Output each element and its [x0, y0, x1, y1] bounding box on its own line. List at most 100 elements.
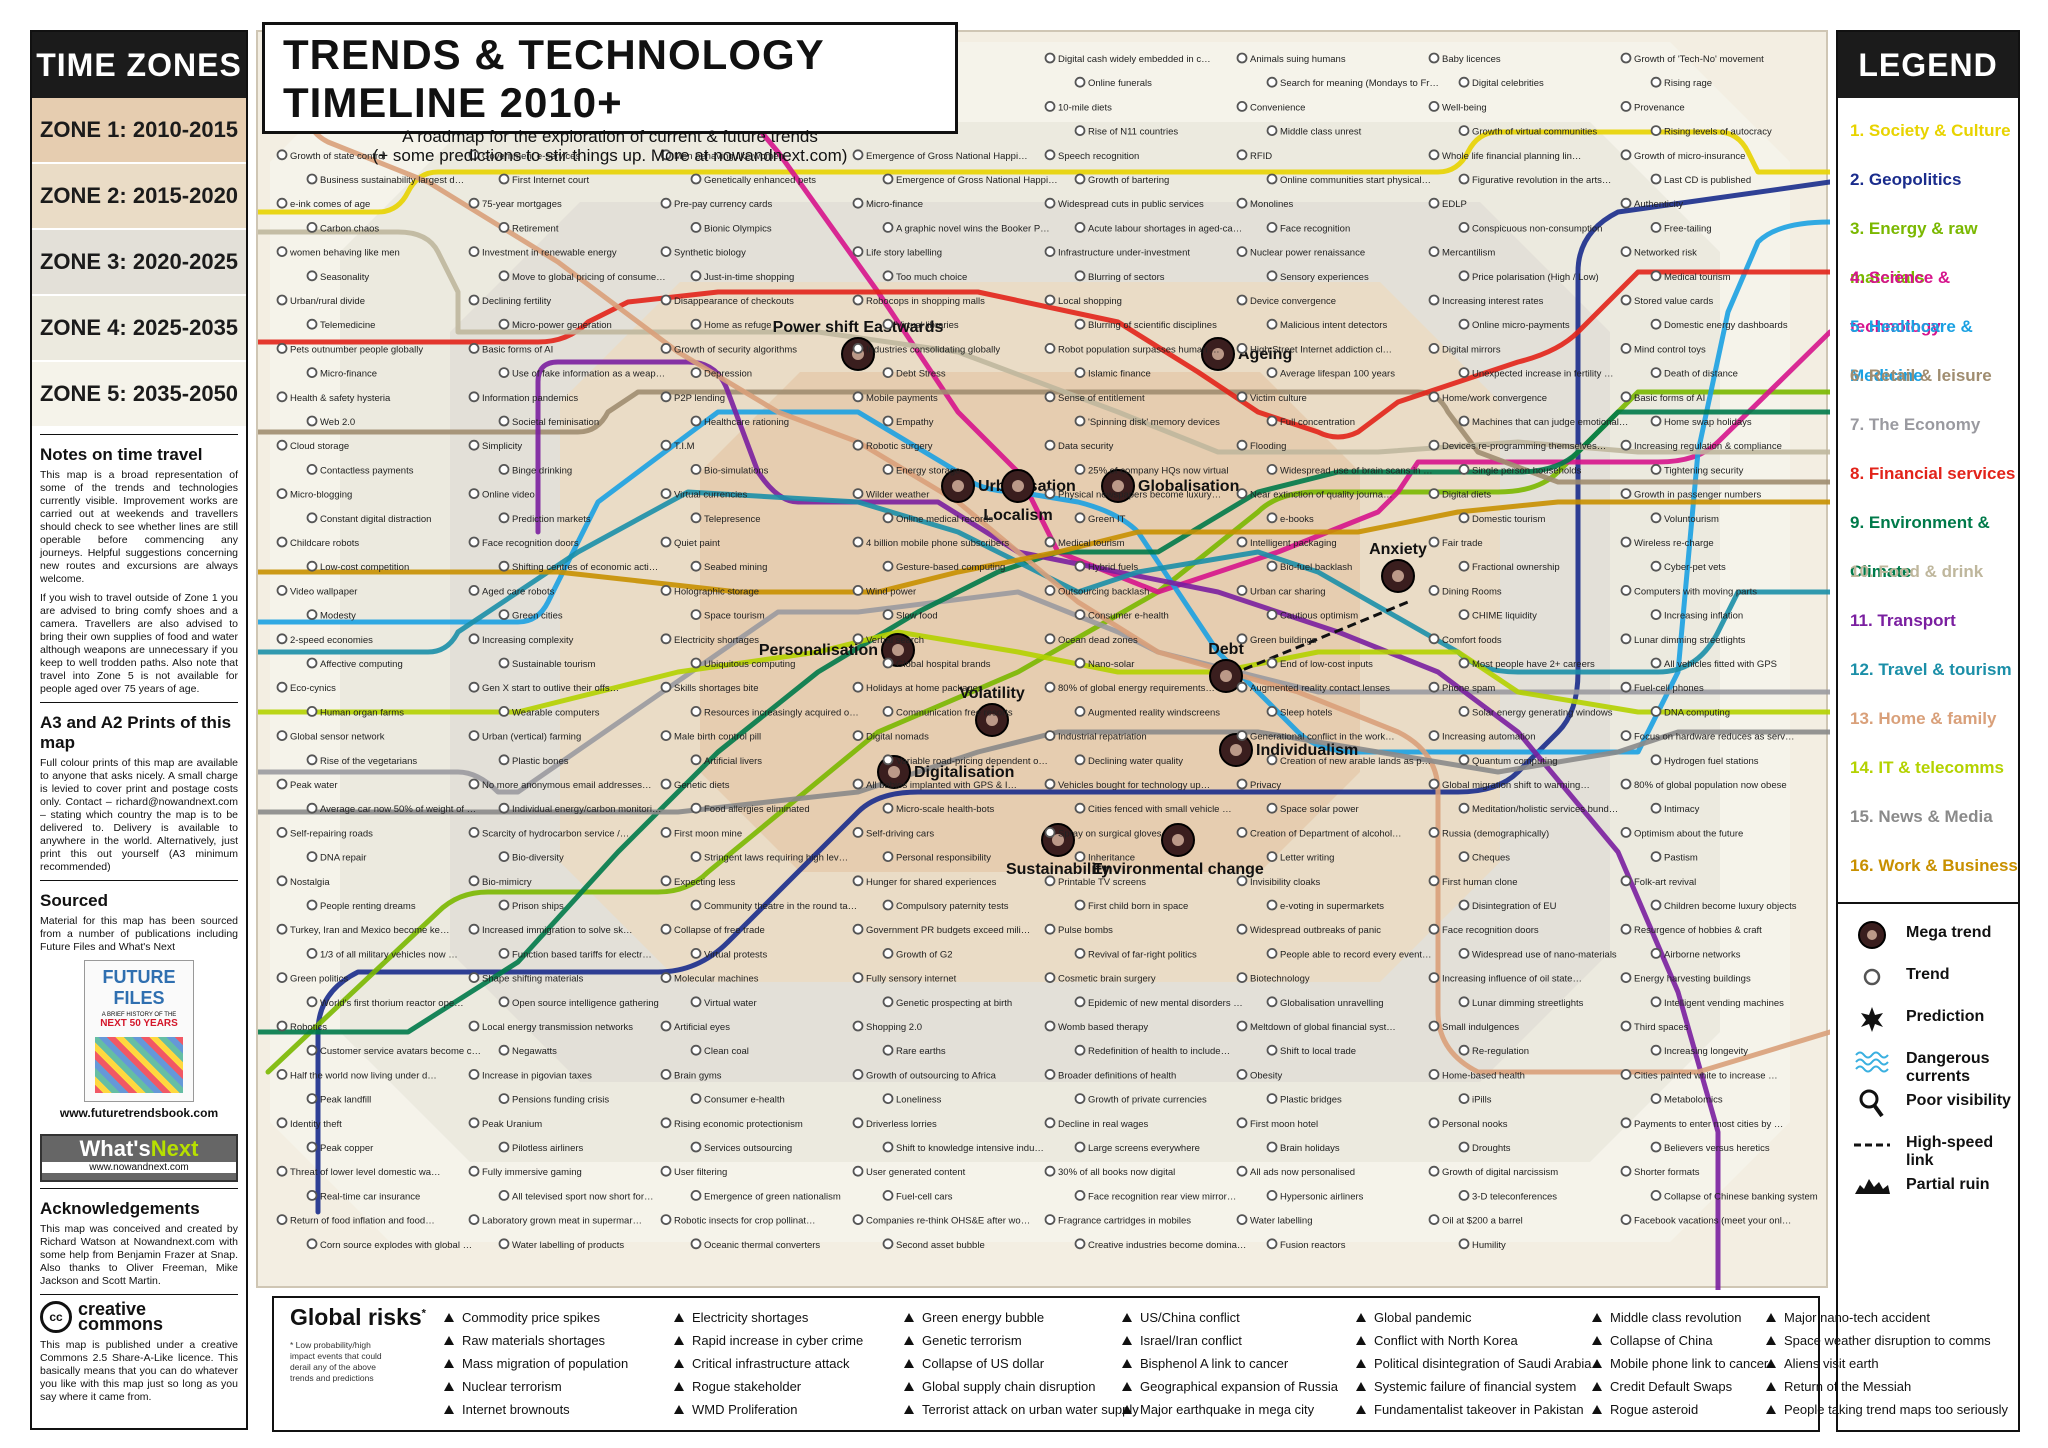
trend-station	[468, 875, 480, 887]
risk-label: Commodity price spikes	[462, 1310, 600, 1325]
trend-station-label: Creation of Department of alcohol…	[1250, 828, 1402, 839]
trend-station-label: Rising economic protectionism	[674, 1119, 803, 1130]
trend-station-label: Eco-cynics	[290, 683, 336, 694]
trend-station-label: 75-year mortgages	[482, 199, 562, 210]
legend-line-12: 12. Travel & tourism	[1850, 660, 2012, 679]
trend-station-label: Corn source explodes with global …	[320, 1240, 472, 1251]
trend-station-label: Investment in renewable energy	[482, 248, 617, 259]
risk-item: Commodity price spikes	[444, 1306, 668, 1329]
risk-label: Bisphenol A link to cancer	[1140, 1356, 1289, 1371]
trend-station	[1620, 923, 1632, 935]
trend-station	[498, 318, 510, 330]
trend-station-label: Basic forms of AI	[482, 344, 553, 355]
trend-station-label: P2P lending	[674, 393, 725, 404]
mega-trend-station-core	[888, 766, 900, 778]
trend-station	[1074, 899, 1086, 911]
trend-station-label: Synthetic biology	[674, 248, 746, 259]
mega-trend-station-core	[1392, 570, 1404, 582]
sourced-title: Sourced	[40, 891, 109, 910]
risk-item: Conflict with North Korea	[1356, 1329, 1580, 1352]
trend-station-label: Disintegration of EU	[1472, 901, 1557, 912]
risk-label: Political disintegration of Saudi Arabia	[1374, 1356, 1592, 1371]
risk-item: Systemic failure of financial system	[1356, 1375, 1580, 1398]
trend-station-label: Open source intelligence gathering	[512, 998, 659, 1009]
trend-station-label: First moon hotel	[1250, 1119, 1318, 1130]
trend-station-label: Well-being	[1442, 102, 1487, 113]
trend-station-label: Depression	[704, 369, 752, 380]
trend-station	[1458, 948, 1470, 959]
trend-station	[660, 197, 672, 209]
trend-station-label: Home-based health	[1442, 1070, 1525, 1081]
trend-station	[1074, 948, 1086, 959]
legend-symbol-row: Mega trend	[1852, 914, 2018, 956]
whats-next-b: Next	[150, 1136, 199, 1161]
trend-station	[468, 1165, 480, 1177]
trend-station-label: Growth of G2	[896, 949, 953, 960]
book-url[interactable]: www.futuretrendsbook.com	[59, 1106, 219, 1120]
trend-station-label: Face recognition rear view mirror…	[1088, 1191, 1236, 1202]
trend-station	[1458, 1044, 1470, 1056]
trend-station-label: Rise of the vegetarians	[320, 756, 417, 767]
poor-visibility-icon	[1852, 1086, 1892, 1125]
trend-station	[468, 1117, 480, 1129]
trend-station	[306, 512, 318, 524]
trend-station-label: EDLP	[1442, 199, 1467, 210]
whats-next-logo[interactable]: What'sNext www.nowandnext.com	[40, 1134, 238, 1182]
risk-item: Terrorist attack on urban water supply	[904, 1398, 1139, 1421]
trend-station	[660, 730, 672, 741]
trend-station	[690, 560, 702, 572]
trend-station	[1266, 802, 1278, 814]
trend-station	[882, 512, 894, 524]
risk-item: Rogue stakeholder	[674, 1375, 898, 1398]
trend-station-label: Figurative revolution in the arts…	[1472, 175, 1611, 186]
risk-item: Critical infrastructure attack	[674, 1352, 898, 1375]
trend-station	[852, 1069, 864, 1080]
trend-station-label: Growth of private currencies	[1088, 1095, 1207, 1106]
trend-station	[1074, 512, 1086, 524]
trend-station	[1620, 681, 1632, 693]
trend-station-label: Business sustainability largest d…	[320, 175, 464, 186]
trend-station	[1266, 948, 1278, 959]
trend-station-label: Micro-scale health-bots	[896, 804, 994, 815]
trend-station	[660, 536, 672, 548]
risk-item: Collapse of China	[1592, 1329, 1816, 1352]
risk-item: Israel/Iran conflict	[1122, 1329, 1346, 1352]
trend-station	[660, 246, 672, 258]
risk-item: Political disintegration of Saudi Arabia	[1356, 1352, 1592, 1375]
trend-station-label: Self-driving cars	[866, 828, 934, 839]
trend-station	[882, 173, 894, 185]
trend-station-label: Increasing influence of oil state…	[1442, 974, 1582, 985]
future-files-book-cover[interactable]: FUTURE FILES A BRIEF HISTORY OF THE NEXT…	[84, 960, 194, 1102]
trend-station-label: Lunar dimming streetlights	[1634, 635, 1746, 646]
trend-station	[498, 173, 510, 185]
mega-trend-station-core	[1220, 670, 1232, 682]
trend-station	[306, 754, 318, 766]
trend-symbol	[1852, 960, 1892, 999]
mega-trend-station-core	[986, 714, 998, 726]
trend-station	[882, 270, 894, 282]
risk-item: Bisphenol A link to cancer	[1122, 1352, 1346, 1375]
trend-station-label: Rising levels of autocracy	[1664, 127, 1772, 138]
trend-station	[1266, 851, 1278, 862]
line-10	[255, 229, 1833, 455]
trend-station	[1044, 681, 1056, 693]
trend-station	[468, 633, 480, 645]
triangle-icon	[904, 1313, 914, 1322]
trend-station	[690, 1238, 702, 1250]
trend-station-label: Digital cash widely embedded in c…	[1058, 54, 1211, 65]
trend-station-label: Artificial livers	[704, 756, 762, 767]
trend-station	[306, 1190, 318, 1201]
risk-label: Global pandemic	[1374, 1310, 1472, 1325]
trend-station	[1074, 318, 1086, 330]
book-subtitle: A BRIEF HISTORY OF THE	[101, 1012, 177, 1018]
trend-station	[1458, 1093, 1470, 1104]
mega-trend-station-core	[1230, 744, 1242, 756]
trend-station	[1458, 1190, 1470, 1201]
trend-station	[1428, 536, 1440, 548]
trend-station-label: Online funerals	[1088, 78, 1152, 89]
risk-label: Mobile phone link to cancer	[1610, 1356, 1769, 1371]
trend-station-label: Urban/rural divide	[290, 296, 365, 307]
trend-station	[1620, 391, 1632, 403]
trend-station	[468, 439, 480, 451]
risk-label: Rapid increase in cyber crime	[692, 1333, 864, 1348]
